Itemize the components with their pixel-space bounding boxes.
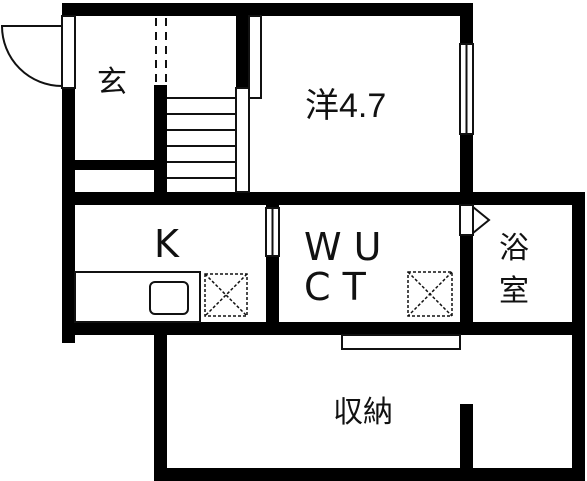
bathroom-label-line2: 室	[499, 274, 529, 309]
entrance-opening-icon	[155, 18, 167, 85]
wc-label-line2: C T	[304, 265, 367, 309]
washer-space-icon	[407, 271, 453, 317]
entrance-label: 玄	[97, 65, 127, 100]
storage-label: 収納	[333, 395, 393, 430]
interior-walls	[62, 16, 473, 322]
western-room-label: 洋4.7	[305, 87, 386, 125]
kitchen-counter-icon	[74, 271, 201, 323]
bath-door-icon	[459, 204, 491, 236]
entrance-door-icon	[0, 15, 76, 89]
staircase	[167, 97, 236, 179]
kitchen-appliance-space-icon	[204, 273, 248, 317]
bathroom-label-line1: 浴	[499, 231, 529, 266]
kitchen-label: K	[154, 222, 180, 266]
exterior-walls	[62, 3, 585, 481]
wc-door-icon	[265, 207, 280, 257]
western-room-door-icon	[235, 15, 262, 193]
western-room-window-icon	[459, 43, 474, 135]
storage-opening-icon	[341, 334, 461, 350]
wc-label-line1: W U	[304, 225, 381, 269]
